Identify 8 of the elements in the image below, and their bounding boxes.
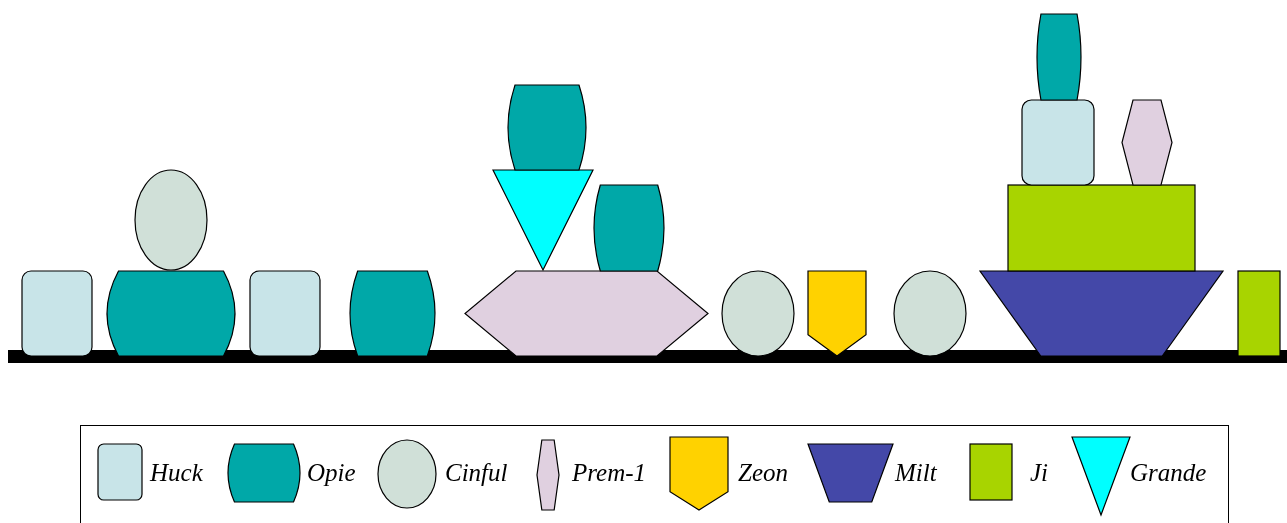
legend-label: Zeon (738, 458, 788, 488)
legend-label: Huck (150, 458, 203, 488)
legend-label: Prem-1 (572, 458, 647, 488)
legend-label: Milt (895, 458, 937, 488)
legend-label: Grande (1130, 458, 1207, 488)
legend-label: Cinful (445, 458, 508, 488)
legend-label: Opie (307, 458, 356, 488)
legend-label: Ji (1030, 458, 1049, 488)
